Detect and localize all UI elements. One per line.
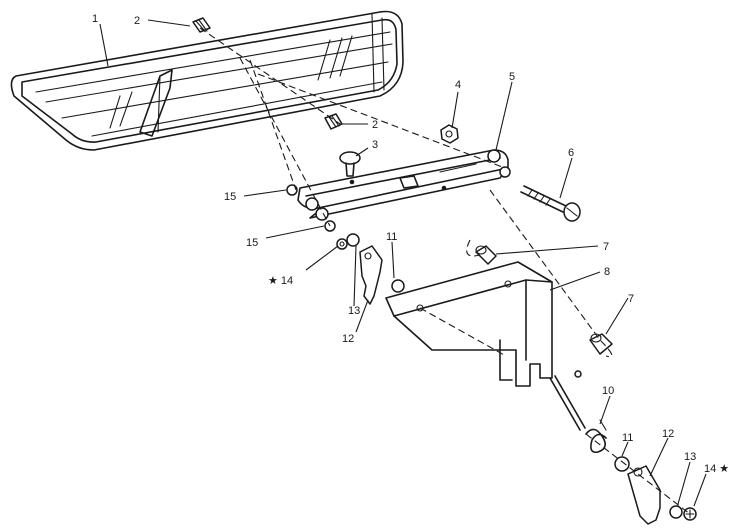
leader-lines [99,19,707,507]
washer-13-left [346,233,360,247]
callout-labels: 1 2 2 3 4 5 6 7 7 8 10 11 11 12 12 13 13… [92,13,729,475]
spacer-lower [589,333,613,355]
hex-nut [440,124,459,144]
carriage-bolt [520,185,581,222]
callout-13: 13 [348,305,360,317]
washer-13-right [669,505,683,519]
callout-11: 11 [622,432,633,444]
callout-5: 5 [509,71,515,83]
callout-10: 10 [602,385,614,397]
callout-6: 6 [568,147,574,159]
callout-15: 15 [224,191,236,203]
callout-8: 8 [604,266,610,278]
callout-11: 11 [386,231,397,243]
retaining-ring-14-left [336,238,348,250]
callout-7: 7 [628,293,634,305]
callout-2: 2 [372,119,378,131]
callout-12: 12 [342,333,354,345]
washer-15-upper [286,184,298,196]
callout-7: 7 [603,241,609,253]
callout-1: 1 [92,13,98,25]
callout-15: 15 [246,237,258,249]
guard-knob [339,151,361,177]
pin [549,370,586,431]
callout-3: 3 [372,139,378,151]
spacer-11-right [614,456,630,472]
callout-13: 13 [684,451,696,463]
callout-4: 4 [455,79,461,91]
spacer-11-left [391,279,405,293]
blade-guard [10,10,404,151]
spacer-upper [475,245,497,265]
mounting-bracket [385,261,553,387]
set-screw-upper [192,17,211,33]
set-screw-lower [324,113,343,130]
alignment-lines [199,27,691,515]
callout-14: 14 ★ [704,463,729,475]
retaining-ring-14-right [683,507,697,521]
callout-2: 2 [134,15,140,27]
callout-14: ★ 14 [268,275,293,287]
anti-kickback-pawl-right [627,465,661,525]
support-arm [297,149,511,221]
callout-12: 12 [662,428,674,440]
anti-kickback-pawl-left [359,245,383,305]
